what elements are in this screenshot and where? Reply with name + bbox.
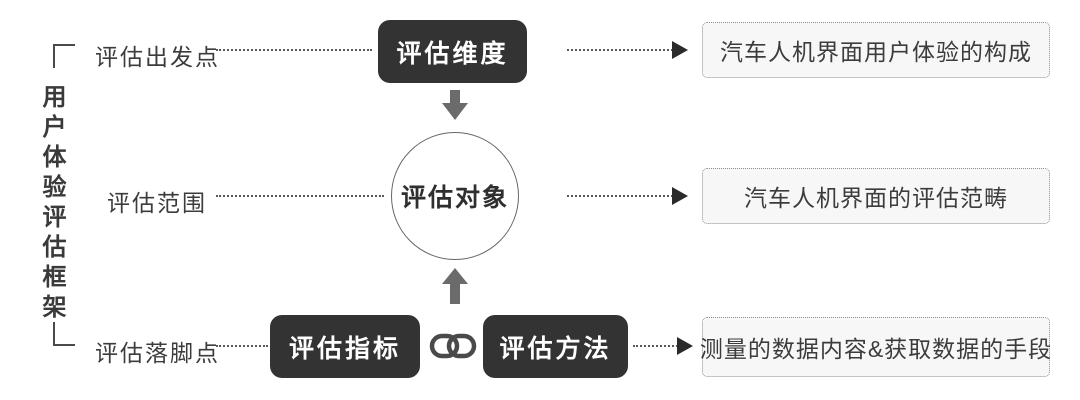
node-evaluation-object: 评估对象 [391,132,519,260]
row3-arrowhead-icon [677,337,693,355]
bracket-bottom-corner [53,322,75,346]
row1-label: 评估出发点 [95,44,220,70]
framework-vertical-title: 用户体验评估框架 [38,84,65,324]
down-arrow-icon [442,90,468,120]
up-arrow-icon [442,268,468,304]
row3-label: 评估落脚点 [95,340,220,366]
row2-dotted-arrow-line [567,195,673,197]
row1-dotted-arrow-line [567,49,673,51]
row3-dotted-arrow-line [633,345,678,347]
node-evaluation-metrics: 评估指标 [270,315,420,378]
row3-dotted-connector [216,345,268,347]
row2-label: 评估范围 [107,190,207,216]
row2-dotted-connector [216,195,384,197]
result-box-row1: 汽车人机界面用户体验的构成 [702,22,1050,78]
chain-link-icon [429,333,477,359]
result-box-row2: 汽车人机界面的评估范畴 [702,168,1050,224]
bracket-top-corner [53,44,75,68]
node-evaluation-dimension: 评估维度 [378,20,527,83]
node-evaluation-methods: 评估方法 [483,315,628,378]
row1-arrowhead-icon [672,41,688,59]
result-box-row3: 测量的数据内容&获取数据的手段 [700,317,1051,377]
row2-arrowhead-icon [672,187,688,205]
row1-dotted-connector [216,49,372,51]
